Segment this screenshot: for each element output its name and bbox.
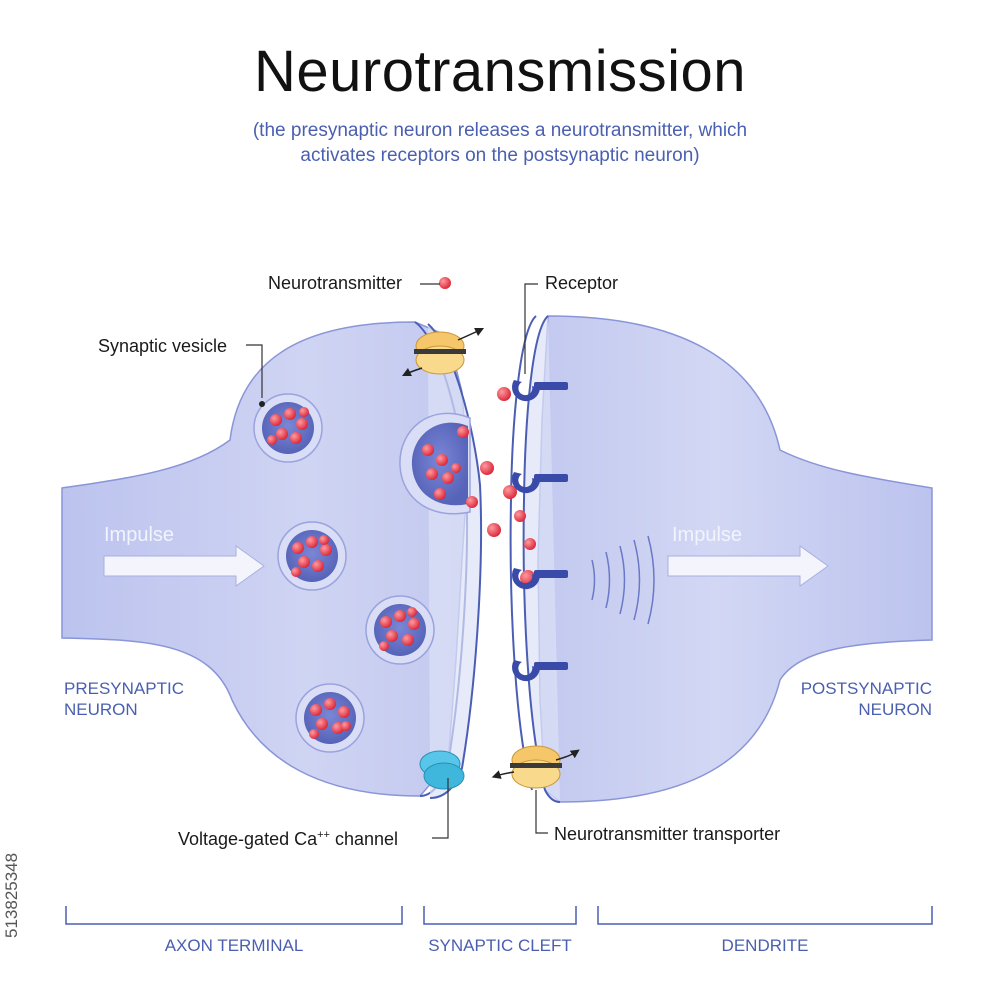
synaptic-vesicle [295, 683, 365, 753]
released-neurotransmitters [439, 277, 536, 586]
page-subtitle: (the presynaptic neuron releases a neuro… [252, 120, 748, 166]
section-dendrite: DENDRITE [721, 936, 809, 955]
neurotransmitter-transporter [491, 745, 580, 789]
page-title: Neurotransmission [253, 39, 746, 104]
label-synaptic-vesicle: Synaptic vesicle [98, 336, 228, 356]
stock-id-text: 513825348 [2, 852, 21, 938]
receptor [512, 568, 568, 590]
synaptic-vesicle [253, 393, 323, 463]
label-presynaptic-neuron: PRESYNAPTIC NEURON [64, 679, 184, 719]
receptor [512, 380, 568, 402]
impulse-arrow-right [667, 545, 829, 587]
impulse-label-right: Impulse [672, 524, 743, 546]
label-voltage-gated-channel: Voltage-gated Ca++ channel [178, 829, 399, 849]
label-neurotransmitter-transporter: Neurotransmitter transporter [554, 824, 781, 844]
receptor [512, 472, 568, 494]
impulse-label-left: Impulse [104, 524, 175, 546]
synaptic-vesicle [277, 521, 347, 591]
voltage-gated-calcium-channel [419, 750, 465, 790]
synaptic-vesicle [365, 595, 435, 665]
neurotransmitter-transporter-presynaptic [401, 327, 485, 377]
fusing-vesicle [399, 412, 471, 515]
postsynaptic-membrane [522, 315, 561, 803]
section-brackets [65, 906, 933, 925]
leader-lines [246, 283, 548, 839]
label-neurotransmitter: Neurotransmitter [268, 273, 403, 293]
label-receptor: Receptor [545, 273, 619, 293]
section-synaptic-cleft: SYNAPTIC CLEFT [428, 936, 572, 955]
section-axon-terminal: AXON TERMINAL [164, 936, 304, 955]
signal-waves-icon [591, 535, 655, 625]
impulse-arrow-left [103, 545, 265, 587]
label-postsynaptic-neuron: POSTSYNAPTIC NEURON [800, 679, 932, 719]
receptor [512, 660, 568, 682]
